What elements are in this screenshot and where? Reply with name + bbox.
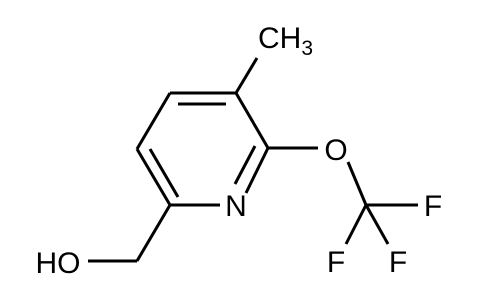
- hydroxyl-label: HO: [36, 247, 81, 280]
- ring-nitrogen-label: N: [225, 190, 247, 223]
- bond-n-c2: [244, 147, 270, 194]
- bond-n-c2-inner: [233, 145, 257, 185]
- fluorine-right-label: F: [389, 246, 407, 279]
- fluorine-left-label: F: [327, 246, 345, 279]
- bond-c5-c6: [135, 148, 172, 206]
- bond-c-f-right: [364, 204, 390, 245]
- bond-o-cf3: [346, 161, 368, 206]
- methyl-label: CH3: [258, 22, 313, 60]
- bond-c-f-left: [344, 204, 368, 245]
- bond-c5-c6-inner: [148, 148, 180, 198]
- bond-c6-ch2: [135, 204, 172, 262]
- fluorine-top-label: F: [424, 190, 442, 223]
- bond-c3-methyl: [234, 57, 259, 94]
- bond-c2-c3: [234, 92, 270, 149]
- bond-c4-c5: [135, 92, 172, 150]
- ether-oxygen-label: O: [324, 134, 347, 167]
